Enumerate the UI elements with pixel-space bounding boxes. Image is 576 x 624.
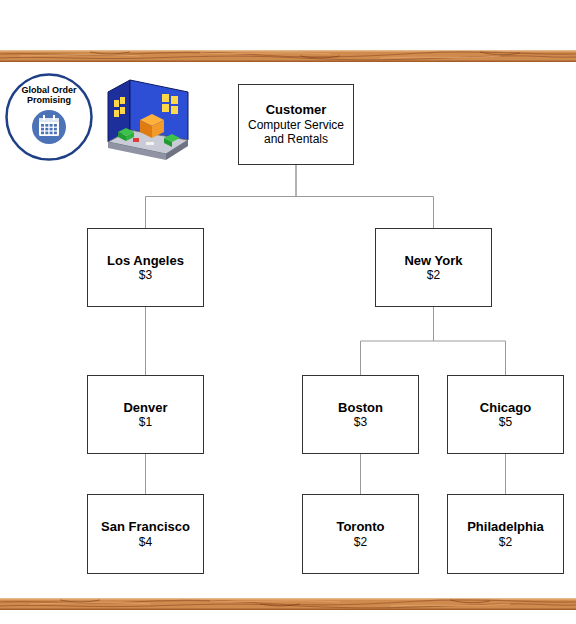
wood-band	[0, 50, 576, 62]
tree-connector	[360, 454, 361, 494]
node-detail: $3	[139, 268, 152, 282]
location-box: Los Angeles$3	[87, 228, 204, 307]
node-title: Toronto	[336, 519, 384, 535]
node-title: San Francisco	[101, 519, 190, 535]
node-title: New York	[404, 253, 462, 269]
wood-band	[0, 598, 576, 610]
node-detail: $2	[499, 535, 512, 549]
node-title: Boston	[338, 400, 383, 416]
node-detail: $4	[139, 535, 152, 549]
location-box: Denver$1	[87, 375, 204, 454]
location-box: New York$2	[375, 228, 492, 307]
node-detail: $3	[354, 415, 367, 429]
tree-connector	[296, 165, 434, 228]
module-badge: Global Order Promising	[5, 73, 93, 161]
node-detail: Computer Service and Rentals	[242, 118, 350, 147]
node-detail: $2	[427, 268, 440, 282]
location-box: Philadelphia$2	[447, 494, 564, 574]
tree-connector	[145, 307, 146, 375]
location-box: San Francisco$4	[87, 494, 204, 574]
node-detail: $1	[139, 415, 152, 429]
node-title: Customer	[266, 102, 327, 118]
tree-connector	[434, 307, 506, 375]
node-title: Philadelphia	[467, 519, 544, 535]
location-box: Chicago$5	[447, 375, 564, 454]
tree-connector	[361, 307, 434, 375]
node-detail: $2	[354, 535, 367, 549]
location-box: CustomerComputer Service and Rentals	[238, 84, 354, 165]
location-box: Boston$3	[302, 375, 419, 454]
node-title: Denver	[123, 400, 167, 416]
tree-connector	[145, 454, 146, 494]
location-box: Toronto$2	[302, 494, 419, 574]
node-title: Global Order Promising	[20, 85, 78, 106]
tree-connector	[505, 454, 506, 494]
calendar-icon	[32, 110, 66, 144]
tree-connector	[146, 165, 297, 228]
node-title: Chicago	[480, 400, 531, 416]
node-detail: $5	[499, 415, 512, 429]
node-title: Los Angeles	[107, 253, 184, 269]
warehouse-illustration	[108, 80, 188, 160]
